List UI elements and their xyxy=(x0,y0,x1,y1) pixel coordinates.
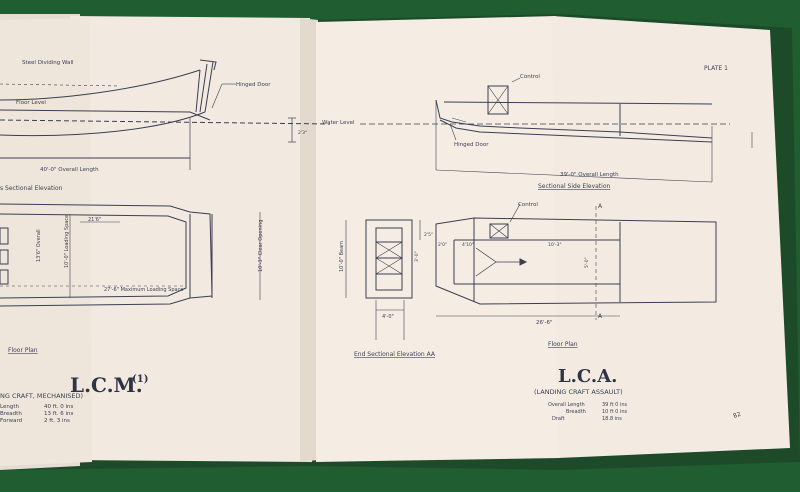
lca-dim-10-3: 10'-3" xyxy=(548,242,562,248)
lcm-spec-forward-value: 2 ft. 3 ins xyxy=(44,418,70,424)
lca-spec-draft-label: Draft xyxy=(552,416,565,422)
lcm-elevation-drawing xyxy=(0,59,331,170)
lca-section-a-top: A xyxy=(598,203,603,210)
plate-number: PLATE 1 xyxy=(704,65,728,72)
lca-plan-control-label: Control xyxy=(518,202,538,208)
lca-elevation-drawing xyxy=(360,77,753,183)
lca-spec-length-value: 39 ft 0 ins xyxy=(602,402,628,408)
lca-dim-4-10: 4'10" xyxy=(462,242,474,248)
lca-end-section-drawing xyxy=(345,219,421,340)
lcm-steel-wall-label: Steel Dividing Wall xyxy=(22,60,74,66)
lca-subtitle: (LANDING CRAFT ASSAULT) xyxy=(534,388,623,396)
lcm-spec-breadth-value: 13 ft. 6 ins xyxy=(44,411,74,417)
lca-specs: Overall Length 39 ft 0 ins Breadth 10 ft… xyxy=(548,402,628,422)
lca-control-label: Control xyxy=(520,74,540,80)
lca-dim-5-0: 5'-0" xyxy=(584,257,590,268)
lca-hinged-door-label: Hinged Door xyxy=(454,142,489,148)
lcm-spec-breadth-label: Breadth xyxy=(0,411,22,417)
lcm-title: L.C.M. xyxy=(70,373,143,397)
lcm-floor-plan-drawing xyxy=(0,203,261,307)
lca-beam-dim: 10'-0" Beam xyxy=(339,241,345,272)
lcm-sectional-elevation-caption: s Sectional Elevation xyxy=(0,185,63,192)
lca-title: L.C.A. xyxy=(558,366,617,387)
lca-end-section-caption: End Sectional Elevation AA xyxy=(354,351,436,358)
lcm-spec-length-label: Length xyxy=(0,404,19,410)
lca-dim-3-0: 3'-0" xyxy=(414,251,420,262)
page-fold xyxy=(300,18,318,462)
lca-dim-2-5: 2'5" xyxy=(424,232,433,238)
lca-dim-26-6: 26'-6" xyxy=(536,320,553,326)
lca-dim-2-0: 2'0" xyxy=(438,242,447,248)
lcm-floor-level-label: Floor Level xyxy=(16,100,46,106)
lca-spec-draft-value: 18.8 ins xyxy=(602,416,622,422)
corner-mark: 82 xyxy=(732,411,742,420)
lcm-spec-forward-label: Forward xyxy=(0,418,22,424)
lcm-subtitle: NG CRAFT, MECHANISED) xyxy=(0,392,83,400)
lca-spec-length-label: Overall Length xyxy=(548,402,585,408)
right-page xyxy=(316,16,560,462)
lca-dim-4-0: 4'-0" xyxy=(382,314,394,320)
lcm-loading-width: 10'-0" Loading Space xyxy=(64,215,70,268)
lcm-title-mark: (1) xyxy=(132,374,148,385)
left-page xyxy=(70,16,312,462)
lca-spec-breadth-label: Breadth xyxy=(566,409,586,415)
lca-side-elevation-caption: Sectional Side Elevation xyxy=(538,183,610,190)
left-outer-page xyxy=(0,18,92,466)
lca-spec-breadth-value: 10 ft 0 ins xyxy=(602,409,628,415)
lcm-draft-dim: 2'3" xyxy=(298,130,307,136)
lca-floor-plan-caption: Floor Plan xyxy=(548,341,578,348)
lcm-overall-length-label: 40'-0" Overall Length xyxy=(40,167,99,173)
lca-section-a-bottom: A xyxy=(598,313,603,320)
lca-overall-length-label: 39'-0" Overall Length xyxy=(560,172,619,178)
lca-floor-plan-drawing xyxy=(435,203,717,320)
lcm-loading-length: 27'-6" Maximum Loading Space xyxy=(104,287,183,293)
lcm-spec-length-value: 40 ft. 0 ins xyxy=(44,404,74,410)
right-outer-page xyxy=(552,16,790,458)
lcm-hinged-door-label: Hinged Door xyxy=(236,82,271,88)
lca-water-level-label: Water Level xyxy=(322,120,355,126)
lcm-specs: Length 40 ft. 0 ins Breadth 13 ft. 6 ins… xyxy=(0,404,74,424)
lcm-top-dim: 21'6" xyxy=(88,217,101,223)
lcm-floor-plan-caption: Floor Plan xyxy=(8,347,38,354)
lcm-clear-opening: 10'-3" Clear Opening xyxy=(258,220,264,272)
lcm-overall-width: 13'6" Overall xyxy=(36,229,42,262)
